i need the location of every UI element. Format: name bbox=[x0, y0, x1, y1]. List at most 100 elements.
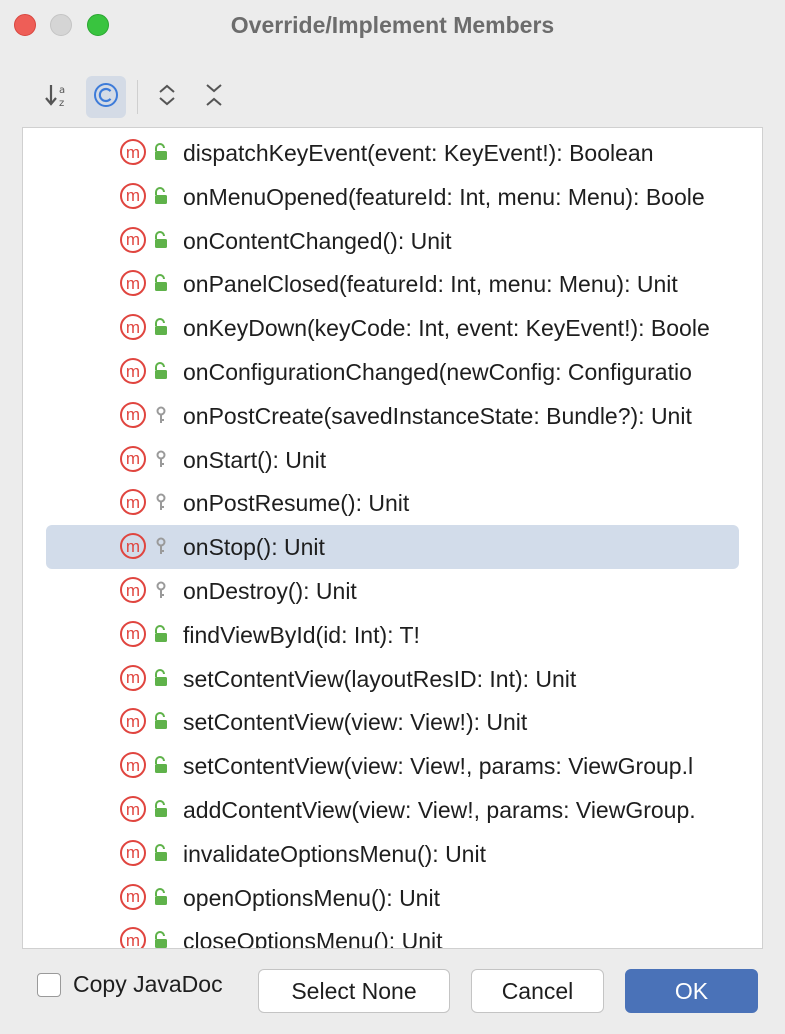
member-signature: setContentView(layoutResID: Int): Unit bbox=[183, 665, 577, 692]
method-icon: m bbox=[120, 883, 146, 910]
protected-key-icon bbox=[152, 536, 170, 556]
public-lock-icon bbox=[152, 186, 170, 206]
member-row[interactable]: m onDestroy(): Unit bbox=[23, 569, 762, 613]
member-signature: findViewById(id: Int): T! bbox=[183, 621, 420, 648]
method-icon: m bbox=[120, 270, 146, 297]
public-lock-icon bbox=[152, 624, 170, 644]
member-signature: dispatchKeyEvent(event: KeyEvent!): Bool… bbox=[183, 140, 654, 166]
protected-key-icon bbox=[152, 492, 170, 512]
member-row[interactable]: m openOptionsMenu(): Unit bbox=[23, 876, 762, 920]
collapse-all-button[interactable] bbox=[194, 76, 234, 118]
method-icon: m bbox=[120, 839, 146, 866]
protected-key-icon bbox=[152, 580, 170, 600]
member-row[interactable]: m onKeyDown(keyCode: Int, event: KeyEvent… bbox=[23, 306, 762, 350]
svg-text:z: z bbox=[59, 98, 64, 109]
member-row[interactable]: m findViewById(id: Int): T! bbox=[23, 613, 762, 657]
minimize-window-button[interactable] bbox=[50, 14, 72, 36]
show-classes-button[interactable] bbox=[86, 76, 126, 118]
select-none-button[interactable]: Select None bbox=[258, 969, 450, 1013]
member-signature: addContentView(view: View!, params: View… bbox=[183, 797, 696, 823]
member-signature: onConfigurationChanged(newConfig: Config… bbox=[183, 359, 692, 385]
member-signature: invalidateOptionsMenu(): Unit bbox=[183, 840, 486, 867]
method-icon: m bbox=[120, 664, 146, 691]
member-signature: onPanelClosed(featureId: Int, menu: Menu… bbox=[183, 271, 678, 298]
member-row[interactable]: m onMenuOpened(featureId: Int, menu: Menu… bbox=[23, 175, 762, 219]
expand-all-button[interactable] bbox=[147, 76, 187, 118]
member-row[interactable]: m setContentView(view: View!, params: Vie… bbox=[23, 744, 762, 788]
method-icon: m bbox=[120, 927, 146, 948]
member-signature: onDestroy(): Unit bbox=[183, 578, 357, 604]
window-title: Override/Implement Members bbox=[230, 12, 555, 38]
member-row[interactable]: m onStart(): Unit bbox=[23, 438, 762, 482]
public-lock-icon bbox=[152, 230, 170, 250]
member-signature: onContentChanged(): Unit bbox=[183, 227, 452, 254]
zoom-window-button[interactable] bbox=[87, 14, 109, 36]
toolbar: a z bbox=[38, 76, 438, 118]
public-lock-icon bbox=[152, 843, 170, 863]
member-row[interactable]: m setContentView(layoutResID: Int): Unit bbox=[23, 657, 762, 701]
public-lock-icon bbox=[152, 361, 170, 381]
method-icon: m bbox=[120, 314, 146, 341]
method-icon: m bbox=[120, 620, 146, 647]
member-row[interactable]: m dispatchKeyEvent(event: KeyEvent!): Boo… bbox=[23, 131, 762, 175]
title-bar: Override/Implement Members bbox=[0, 0, 785, 52]
method-icon: m bbox=[120, 401, 146, 428]
collapse-all-icon bbox=[202, 81, 226, 114]
public-lock-icon bbox=[152, 668, 170, 688]
public-lock-icon bbox=[152, 142, 170, 162]
copy-javadoc-checkbox[interactable] bbox=[37, 973, 61, 997]
public-lock-icon bbox=[152, 273, 170, 293]
method-icon: m bbox=[120, 139, 146, 165]
show-classes-icon bbox=[92, 81, 120, 114]
method-icon: m bbox=[120, 226, 146, 253]
method-icon: m bbox=[120, 533, 146, 560]
sort-alphabetically-button[interactable]: a z bbox=[38, 76, 78, 118]
member-row[interactable]: m onPostResume(): Unit bbox=[23, 481, 762, 525]
member-signature: onStop(): Unit bbox=[183, 534, 325, 561]
public-lock-icon bbox=[152, 930, 170, 948]
method-icon: m bbox=[120, 752, 146, 779]
close-window-button[interactable] bbox=[14, 14, 36, 36]
method-icon: m bbox=[120, 182, 146, 209]
method-icon: m bbox=[120, 577, 146, 603]
member-signature: onStart(): Unit bbox=[183, 446, 327, 473]
member-row[interactable]: m onPostCreate(savedInstanceState: Bundle… bbox=[23, 394, 762, 438]
member-signature: onPostResume(): Unit bbox=[183, 490, 410, 517]
member-row[interactable]: m addContentView(view: View!, params: Vie… bbox=[23, 788, 762, 832]
protected-key-icon bbox=[152, 405, 170, 425]
member-row[interactable]: m closeOptionsMenu(): Unit bbox=[23, 919, 762, 949]
member-signature: setContentView(view: View!, params: View… bbox=[183, 753, 694, 780]
member-row[interactable]: m onContentChanged(): Unit bbox=[23, 219, 762, 263]
member-signature: onKeyDown(keyCode: Int, event: KeyEvent!… bbox=[183, 315, 710, 342]
expand-all-icon bbox=[155, 81, 179, 114]
public-lock-icon bbox=[152, 317, 170, 337]
member-signature: openOptionsMenu(): Unit bbox=[183, 884, 440, 911]
member-signature: setContentView(view: View!): Unit bbox=[183, 709, 528, 736]
member-row[interactable]: m invalidateOptionsMenu(): Unit bbox=[23, 832, 762, 876]
sort-alphabetically-icon: a z bbox=[44, 81, 72, 114]
copy-javadoc-label[interactable]: Copy JavaDoc bbox=[73, 971, 223, 997]
member-signature: onMenuOpened(featureId: Int, menu: Menu)… bbox=[183, 183, 705, 210]
member-signature: onPostCreate(savedInstanceState: Bundle?… bbox=[183, 402, 692, 429]
method-icon: m bbox=[120, 708, 146, 735]
public-lock-icon bbox=[152, 711, 170, 731]
member-row[interactable]: m onStop(): Unit bbox=[23, 525, 762, 570]
public-lock-icon bbox=[152, 887, 170, 907]
method-icon: m bbox=[120, 796, 146, 822]
svg-text:a: a bbox=[59, 85, 65, 96]
method-icon: m bbox=[120, 445, 146, 472]
members-list[interactable]: m dispatchKeyEvent(event: KeyEvent!): Boo… bbox=[22, 127, 763, 949]
member-row[interactable]: m onPanelClosed(featureId: Int, menu: Men… bbox=[23, 262, 762, 306]
toolbar-separator bbox=[137, 80, 138, 114]
member-signature: closeOptionsMenu(): Unit bbox=[183, 928, 443, 949]
ok-button[interactable]: OK bbox=[625, 969, 758, 1013]
public-lock-icon bbox=[152, 799, 170, 819]
method-icon: m bbox=[120, 489, 146, 516]
cancel-button[interactable]: Cancel bbox=[471, 969, 604, 1013]
member-row[interactable]: m setContentView(view: View!): Unit bbox=[23, 700, 762, 744]
member-row[interactable]: m onConfigurationChanged(newConfig: Confi… bbox=[23, 350, 762, 394]
method-icon: m bbox=[120, 358, 146, 384]
public-lock-icon bbox=[152, 755, 170, 775]
dialog-footer: Copy JavaDoc Select None Cancel OK bbox=[0, 955, 785, 1034]
protected-key-icon bbox=[152, 449, 170, 469]
